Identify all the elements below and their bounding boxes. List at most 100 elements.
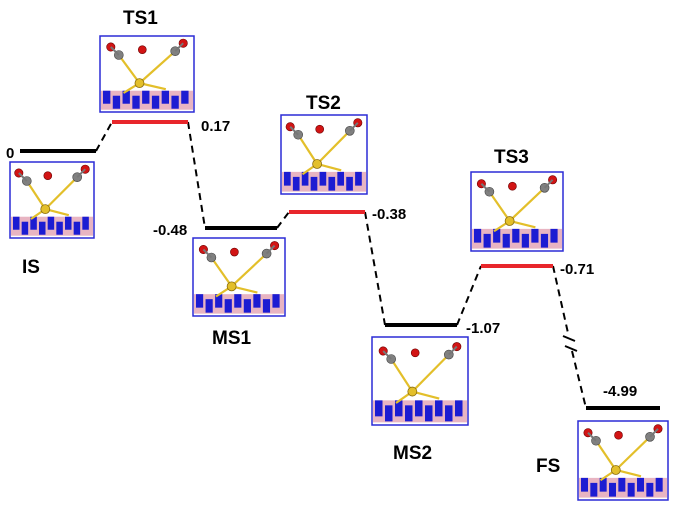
energy-value-is: 0 (6, 145, 14, 162)
surface-atom (655, 477, 663, 492)
surface-atom (151, 95, 160, 109)
surface-atom (181, 90, 189, 104)
metal-bond (230, 252, 268, 288)
surface-atom (512, 228, 520, 243)
surface-atom (540, 233, 549, 248)
metal-bond (411, 353, 450, 393)
structure-image-is (9, 161, 95, 239)
metal-bond (297, 134, 319, 165)
surface-atom (502, 233, 510, 248)
surface-atom (161, 90, 169, 104)
surface-atom (142, 90, 150, 104)
surface-atom (435, 400, 443, 417)
metal-bond (210, 256, 233, 287)
surface-atom (445, 405, 453, 422)
structure-images (9, 35, 669, 501)
surface-atom (474, 228, 482, 243)
connector-break-fs (571, 350, 587, 409)
energy-value-ms1: -0.48 (153, 222, 187, 239)
surface-atom (253, 294, 261, 308)
energy-value-ms2: -1.07 (466, 320, 500, 337)
ligand-bond (110, 46, 120, 56)
metal-atom (134, 78, 145, 89)
surface-atom (355, 171, 362, 186)
surface-atom (292, 176, 300, 191)
connector-ts1-ms1 (187, 121, 206, 229)
metal-bond (508, 187, 546, 222)
oxygen-atom (138, 45, 147, 54)
energy-value-ts2: -0.38 (372, 206, 406, 223)
surface-atom (65, 216, 72, 230)
surface-atom (646, 482, 654, 497)
axis-break-icon (562, 335, 578, 352)
ligand-bond (265, 244, 276, 255)
oxygen-atom (43, 171, 53, 180)
state-label-ms1: MS1 (212, 328, 252, 349)
surface-atom (346, 176, 353, 191)
surface-atom (243, 299, 251, 313)
surface-atom (103, 90, 111, 104)
surface-atom (455, 400, 463, 417)
energy-value-ts3: -0.71 (560, 261, 594, 278)
surface-atom (405, 405, 413, 422)
surface-atom (637, 477, 644, 492)
metal-bond (615, 436, 651, 471)
surface-atom (531, 228, 539, 243)
ligand-bond (18, 172, 28, 182)
energy-levels (20, 120, 660, 410)
metal-bond (117, 54, 141, 84)
ligand-bond (480, 183, 491, 193)
surface-atom (112, 95, 121, 109)
surface-atom (375, 400, 383, 417)
ligand-bond (382, 350, 392, 360)
surface-atom (122, 90, 130, 104)
surface-atom (483, 233, 491, 248)
surface-atom (73, 221, 81, 235)
surface-atom (196, 294, 204, 308)
surface-atom (590, 482, 598, 497)
surface-atom (618, 477, 626, 492)
surface-atom (205, 299, 213, 313)
connector-is-ts1 (95, 121, 113, 152)
metal-atom (504, 216, 515, 226)
connector-ts2-ms2 (364, 211, 386, 326)
connector-ms1-ts2 (276, 211, 290, 229)
energy-value-fs: -4.99 (603, 383, 637, 400)
metal-atom (610, 465, 621, 475)
surface-atom (301, 171, 309, 186)
surface-atom (395, 400, 403, 417)
surface-atom (627, 482, 635, 497)
surface-atom (21, 221, 29, 235)
ligand-bond (649, 428, 659, 438)
surface-atom (385, 405, 393, 422)
surface-atom (337, 171, 344, 186)
surface-atom (550, 228, 558, 243)
ligand-bond (76, 168, 86, 178)
structure-image-ms1 (192, 237, 286, 317)
surface-atom (599, 477, 607, 492)
metal-atom (312, 159, 323, 169)
metal-bond (25, 180, 47, 210)
surface-atom (272, 294, 280, 308)
ligand-bond (587, 432, 597, 442)
surface-atom (581, 477, 588, 492)
metal-bond (44, 176, 78, 210)
connector-ms2-ts3 (456, 265, 482, 326)
metal-bond (488, 191, 511, 222)
ligand-bond (289, 126, 299, 136)
surface-atom (415, 400, 423, 417)
metal-atom (226, 281, 237, 292)
metal-bond (595, 440, 617, 471)
state-label-ts3: TS3 (494, 147, 529, 168)
ligand-bond (349, 122, 359, 132)
oxygen-atom (614, 430, 623, 440)
ligand-bond (202, 248, 213, 259)
structure-image-ts3 (470, 171, 564, 252)
surface-atom (328, 176, 336, 191)
surface-atom (224, 299, 232, 313)
oxygen-atom (410, 348, 420, 358)
surface-atom (215, 294, 223, 308)
surface-atom (310, 176, 318, 191)
surface-atom (425, 405, 433, 422)
